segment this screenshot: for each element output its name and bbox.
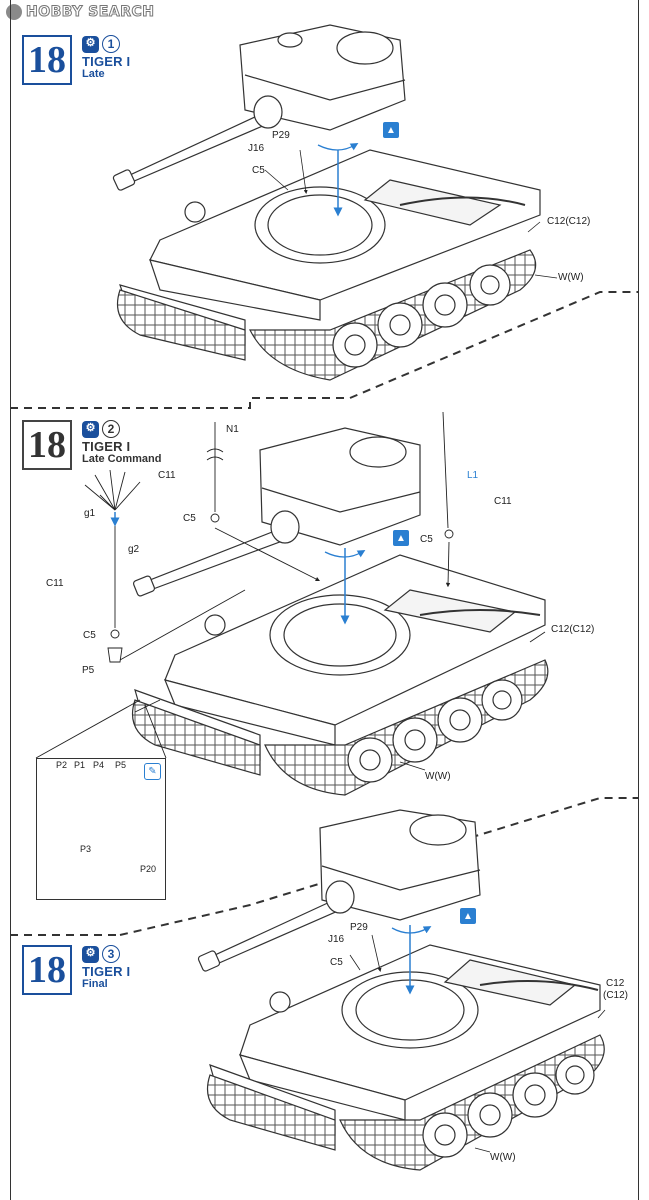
part-label-p29: P29 (272, 130, 290, 141)
variant-sub-1: Late (82, 67, 105, 80)
variant-sub-2: Late Command (82, 452, 162, 465)
variant-name-3: TIGER I (82, 964, 131, 979)
part-label-g2: g2 (128, 544, 140, 555)
part-label-n1: N1 (226, 424, 239, 435)
detail-inset: ✎ (36, 758, 166, 900)
detail-label-p4: P4 (93, 760, 105, 770)
page-frame-right (638, 0, 639, 1200)
variant-number-3: 3 (102, 945, 120, 963)
tank-2-drawing (131, 427, 549, 796)
version-icon: ⚙ (82, 420, 99, 438)
tank-1-drawing (112, 24, 541, 381)
variant-number-1: 1 (102, 35, 120, 53)
variant-name-2: TIGER I (82, 439, 131, 454)
variant-name-1: TIGER I (82, 54, 131, 69)
part-label-l1: L1 (467, 470, 479, 481)
part-label-c5: C5 (83, 630, 96, 641)
variant-number-2: 2 (102, 420, 120, 438)
detail-label-p20: P20 (140, 864, 157, 874)
part-label-track: W(W) (490, 1152, 516, 1163)
version-icon: ⚙ (82, 35, 99, 53)
detail-label-p1: P1 (74, 760, 86, 770)
part-label-c11: C11 (494, 496, 512, 507)
turret-assembly-icon: ▲ (383, 122, 399, 138)
detail-label-p2: P2 (56, 760, 68, 770)
variant-label-1: ⚙ 1 TIGER I Late (82, 35, 130, 80)
step-number-box-3: 18 (22, 945, 72, 995)
part-label-c12: C12(C12) (547, 216, 591, 227)
part-label-c12: C12 (606, 978, 625, 989)
step-number-box-2: 18 (22, 420, 72, 470)
part-label-j16: J16 (248, 143, 265, 154)
variant-sub-3: Final (82, 977, 108, 990)
part-label-track: W(W) (558, 272, 584, 283)
variant-label-2: ⚙ 2 TIGER I Late Command (82, 420, 161, 465)
part-label-track: W(W) (425, 771, 451, 782)
section-separator-2 (119, 797, 638, 936)
watermark-text: HOBBY SEARCH (25, 4, 155, 21)
part-label-g1: g1 (84, 508, 96, 519)
part-label-c11: C11 (46, 578, 64, 589)
turret-assembly-icon: ▲ (460, 908, 476, 924)
variant-label-3: ⚙ 3 TIGER I Final (82, 945, 130, 990)
step-number-box-1: 18 (22, 35, 72, 85)
part-label-c12-alt: (C12) (603, 990, 629, 1001)
part-label-c5: C5 (252, 165, 265, 176)
part-label-j16: J16 (328, 934, 345, 945)
part-label-c5: C5 (420, 534, 433, 545)
part-label-c11: C11 (158, 470, 176, 481)
page-frame-left (10, 0, 11, 1200)
part-label-p29: P29 (350, 922, 368, 933)
turret-assembly-icon: ▲ (393, 530, 409, 546)
detail-label-p3: P3 (80, 844, 92, 854)
wrench-icon: ✎ (144, 763, 161, 780)
part-label-p5: P5 (82, 665, 95, 676)
part-label-c12: C12(C12) (551, 624, 595, 635)
part-label-c5: C5 (183, 513, 196, 524)
part-label-c5: C5 (330, 957, 343, 968)
tank-3-drawing (197, 809, 605, 1171)
detail-label-p5: P5 (115, 760, 127, 770)
version-icon: ⚙ (82, 945, 99, 963)
